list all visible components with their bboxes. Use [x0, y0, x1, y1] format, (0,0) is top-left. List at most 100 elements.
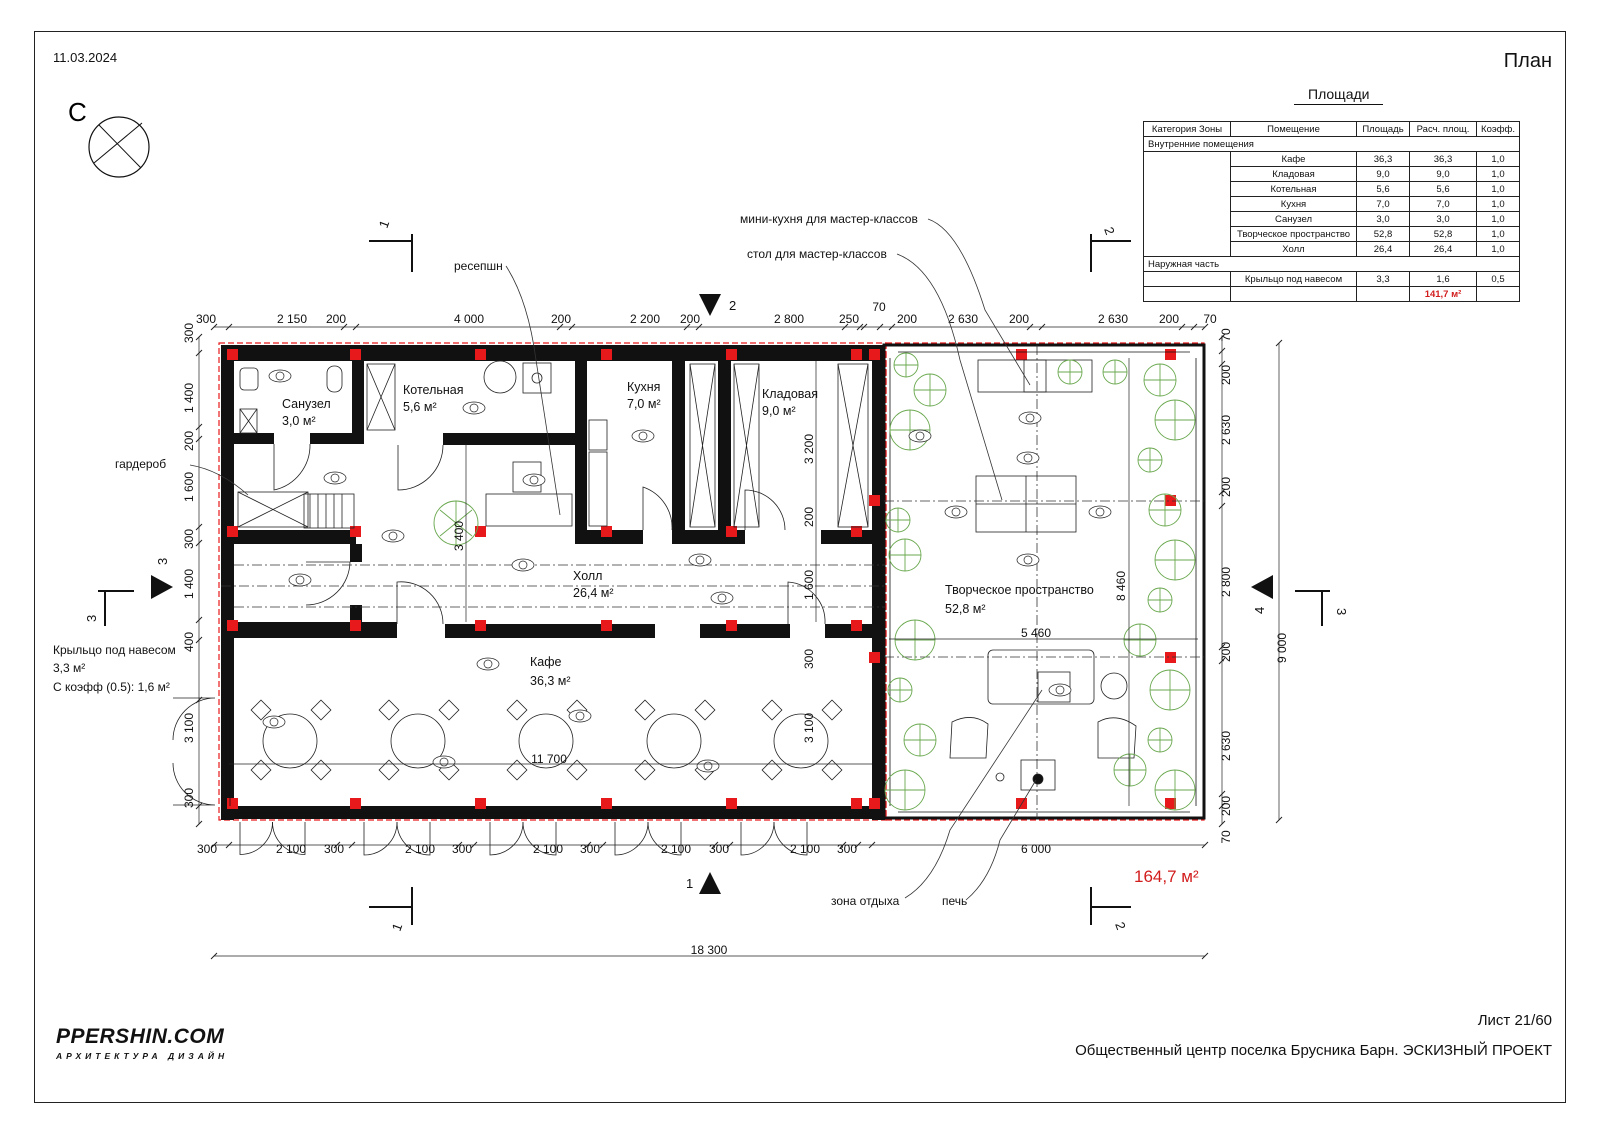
dim-tick [1218, 820, 1226, 828]
room-labels: Санузел 3,0 м² Котельная 5,6 м² Кухня 7,… [282, 380, 1094, 688]
chair [378, 699, 400, 721]
plant-leaves [895, 620, 935, 660]
door-arc [614, 821, 649, 856]
plant-leaves [1103, 360, 1127, 384]
dim-label: 250 [839, 312, 859, 326]
column-marker [726, 798, 737, 809]
person-head [330, 473, 340, 483]
door-arc [305, 561, 351, 606]
chair [634, 759, 656, 781]
room-name: Кладовая [762, 387, 818, 401]
dim-tick [1218, 802, 1226, 810]
door-arc [172, 762, 216, 806]
area-table-header-row: Категория Зоны Помещение Площадь Расч. п… [1143, 121, 1520, 137]
dim-label: 2 100 [790, 842, 820, 856]
person-head [483, 659, 493, 669]
person-head [388, 531, 398, 541]
column-marker [350, 526, 361, 537]
north-indicator: С [68, 97, 150, 178]
sink-cross [239, 408, 258, 434]
dim-label: 3 200 [802, 434, 816, 464]
dim-tick [195, 333, 203, 341]
dim-tick [340, 323, 348, 331]
dim-label: 300 [182, 529, 196, 549]
dim-label: 200 [182, 431, 196, 451]
door-arc [740, 821, 775, 856]
wall-north [221, 345, 885, 361]
dim-label: 200 [1219, 365, 1233, 385]
dim-tick [470, 841, 478, 849]
door-arc [396, 581, 444, 625]
person-head [1095, 507, 1105, 517]
dim-label: 200 [326, 312, 346, 326]
plan-title: План [1503, 50, 1552, 72]
person-head [951, 507, 961, 517]
person-head [295, 575, 305, 585]
section-label: 2 [729, 298, 736, 313]
dim-label: 300 [837, 842, 857, 856]
dim-label: 300 [802, 649, 816, 669]
boiler-icon [483, 360, 517, 394]
plant-leaves [1149, 494, 1181, 526]
section-2-top [1090, 234, 1131, 272]
column-marker [601, 798, 612, 809]
dimension-labels: 300 2 150 200 4 000 200 2 200 200 2 800 … [182, 300, 1289, 957]
dim-tick [854, 841, 862, 849]
person-head [575, 711, 585, 721]
dim-label: 2 150 [277, 312, 307, 326]
door-arc [396, 821, 431, 856]
leader-reception [505, 265, 561, 516]
brand-logo: PPERSHIN.COM АРХИТЕКТУРА ДИЗАЙН [56, 1025, 228, 1061]
dim-label: 1 600 [802, 570, 816, 600]
dim-label: 4 000 [454, 312, 484, 326]
dimension-ticks [195, 323, 1283, 960]
door-arc [272, 821, 306, 855]
chair [761, 759, 783, 781]
dim-tick [683, 323, 691, 331]
plant-leaves [1155, 770, 1195, 810]
cafe-table [262, 713, 318, 769]
column-marker [475, 349, 486, 360]
column-marker [1016, 349, 1027, 360]
people [262, 369, 1112, 773]
view-arrow-4 [1251, 575, 1273, 599]
dim-label: 3 100 [182, 713, 196, 743]
door-arc [273, 443, 311, 491]
drawing-date: 11.03.2024 [53, 50, 118, 65]
creative-frame [882, 343, 1206, 820]
lounge-chair [949, 717, 989, 759]
room-area: 7,0 м² [627, 397, 661, 411]
entrance-doors [239, 821, 808, 856]
dim-tick [1218, 488, 1226, 496]
section-label: 1 [376, 218, 393, 230]
dim-tick [1218, 502, 1226, 510]
mini-kitchen-counter [977, 359, 1093, 393]
room-area: 9,0 м² [762, 404, 796, 418]
kitchen-sink [588, 419, 608, 451]
dim-label: 200 [1009, 312, 1029, 326]
dim-label: 200 [680, 312, 700, 326]
wall-klad-south [821, 530, 872, 544]
chair [438, 699, 460, 721]
dim-label: 200 [897, 312, 917, 326]
dim-tick [888, 323, 896, 331]
leader-rest-zone [904, 689, 1043, 899]
dim-label: 300 [182, 323, 196, 343]
dim-tick [195, 423, 203, 431]
dim-tick [455, 841, 463, 849]
dim-tick [1218, 360, 1226, 368]
plants [884, 352, 1196, 811]
mini-kitchen-sink [1023, 359, 1047, 393]
wall-klad-west [718, 361, 731, 544]
plant-leaves [1155, 540, 1195, 580]
section-labels: 2 1 3 4 1 1 2 2 3 3 [84, 218, 1349, 933]
chair [250, 699, 272, 721]
dim-tick [195, 435, 203, 443]
drawing-frame [34, 31, 1566, 1103]
dim-tick [1026, 323, 1034, 331]
room-area: 3,0 м² [282, 414, 316, 428]
dim-tick [1218, 657, 1226, 665]
chair [310, 699, 332, 721]
